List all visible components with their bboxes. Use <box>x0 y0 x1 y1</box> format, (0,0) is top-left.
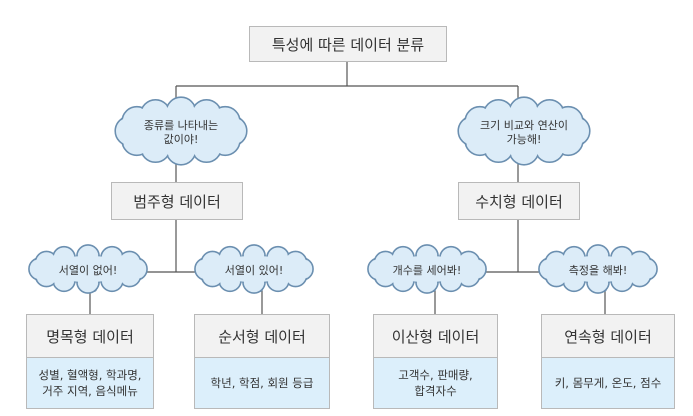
speech-bubble-discrete: 개수를 세어봐! <box>367 244 487 294</box>
categorical-data-label: 범주형 데이터 <box>133 192 221 211</box>
bubble-line-1: 측정을 해봐! <box>568 264 628 277</box>
continuous-data-examples: 키, 몸무게, 온도, 점수 <box>542 358 674 408</box>
numerical-data-label: 수치형 데이터 <box>475 192 563 211</box>
example-line-1: 고객수, 판매량, <box>398 368 473 382</box>
example-line-1: 성별, 혈액형, 학과명, <box>38 368 142 382</box>
speech-bubble-numerical: 크기 비교와 연산이 가능해! <box>457 96 591 166</box>
ordinal-data-examples: 학년, 학점, 회원 등급 <box>195 358 329 408</box>
ordinal-data-card: 순서형 데이터 학년, 학점, 회원 등급 <box>194 314 330 409</box>
nominal-data-title: 명목형 데이터 <box>27 315 153 358</box>
nominal-data-examples: 성별, 혈액형, 학과명, 거주 지역, 음식메뉴 <box>27 358 153 408</box>
bubble-line-1: 종류를 나타내는 <box>143 119 219 132</box>
example-line-1: 학년, 학점, 회원 등급 <box>210 376 314 390</box>
cloud-shape <box>28 244 148 294</box>
example-line-2: 합격자수 <box>414 384 457 398</box>
nominal-data-label: 명목형 데이터 <box>46 327 134 346</box>
example-line-1: 키, 몸무게, 온도, 점수 <box>554 376 662 390</box>
continuous-data-label: 연속형 데이터 <box>564 327 652 346</box>
bubble-line-2: 값이야! <box>163 133 199 146</box>
bubble-line-2: 가능해! <box>506 133 542 146</box>
numerical-data-box: 수치형 데이터 <box>458 182 580 220</box>
speech-bubble-categorical: 종류를 나타내는 값이야! <box>114 96 248 166</box>
root-label: 특성에 따른 데이터 분류 <box>271 35 425 54</box>
cloud-shape <box>457 96 591 166</box>
speech-bubble-nominal: 서열이 없어! <box>28 244 148 294</box>
bubble-line-1: 서열이 없어! <box>58 264 118 277</box>
continuous-data-card: 연속형 데이터 키, 몸무게, 온도, 점수 <box>541 314 675 409</box>
discrete-data-label: 이산형 데이터 <box>391 327 480 346</box>
categorical-data-box: 범주형 데이터 <box>111 182 243 220</box>
cloud-shape <box>114 96 248 166</box>
root-box: 특성에 따른 데이터 분류 <box>249 26 447 62</box>
bubble-line-1: 서열이 있어! <box>224 264 284 277</box>
ordinal-data-label: 순서형 데이터 <box>218 327 306 346</box>
nominal-data-card: 명목형 데이터 성별, 혈액형, 학과명, 거주 지역, 음식메뉴 <box>26 314 154 409</box>
cloud-shape <box>538 244 658 294</box>
speech-bubble-continuous: 측정을 해봐! <box>538 244 658 294</box>
speech-bubble-ordinal: 서열이 있어! <box>194 244 314 294</box>
ordinal-data-title: 순서형 데이터 <box>195 315 329 358</box>
cloud-shape <box>194 244 314 294</box>
discrete-data-examples: 고객수, 판매량, 합격자수 <box>374 358 497 408</box>
discrete-data-title: 이산형 데이터 <box>374 315 497 358</box>
example-line-2: 거주 지역, 음식메뉴 <box>42 384 138 398</box>
bubble-line-1: 크기 비교와 연산이 <box>480 119 568 132</box>
discrete-data-card: 이산형 데이터 고객수, 판매량, 합격자수 <box>373 314 498 409</box>
bubble-line-1: 개수를 세어봐! <box>392 264 462 277</box>
cloud-shape <box>367 244 487 294</box>
continuous-data-title: 연속형 데이터 <box>542 315 674 358</box>
